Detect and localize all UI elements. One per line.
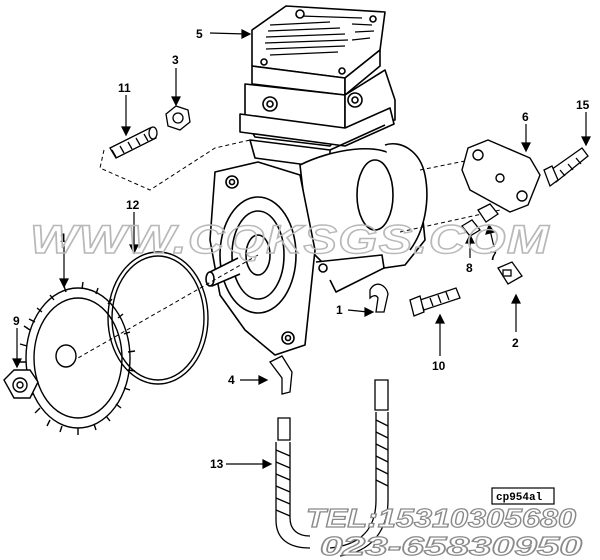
plug-fittings [461, 203, 523, 285]
callout-12: 12 [126, 198, 140, 212]
hose-assembly [275, 379, 389, 557]
callout-13: 13 [210, 457, 224, 471]
drive-gear [19, 281, 136, 435]
cap-screw [543, 147, 589, 188]
callout-2: 2 [512, 336, 519, 350]
contact-phone: 023-65830950 [320, 531, 583, 560]
callout-4: 4 [228, 373, 235, 387]
stud-bolt [109, 126, 158, 159]
callout-8: 8 [466, 261, 473, 275]
callout-3: 3 [172, 53, 179, 67]
callout-7: 7 [490, 249, 497, 263]
callout-1-elbow: 1 [336, 303, 343, 317]
elbow-fittings [269, 283, 389, 395]
hex-nut [3, 369, 39, 399]
contact-tel: TEL:15310305680 [306, 503, 577, 533]
callout-11: 11 [118, 81, 131, 95]
leader-lines [12, 29, 591, 469]
o-ring [107, 251, 209, 385]
flange-bolt [409, 287, 461, 317]
callout-9: 9 [13, 314, 20, 328]
callout-6: 6 [522, 110, 529, 124]
figure-code-box [491, 487, 555, 505]
callout-1-gear: 1 [60, 231, 67, 245]
callout-5: 5 [196, 27, 203, 41]
watermark-text: WWW.CQKSGS.COM [30, 218, 551, 262]
cover-plate [461, 139, 541, 213]
small-nut [165, 105, 191, 131]
figure-code: cp954al [496, 492, 543, 504]
callout-10: 10 [432, 359, 446, 373]
compressor-head [239, 5, 396, 169]
callout-15: 15 [576, 98, 590, 112]
